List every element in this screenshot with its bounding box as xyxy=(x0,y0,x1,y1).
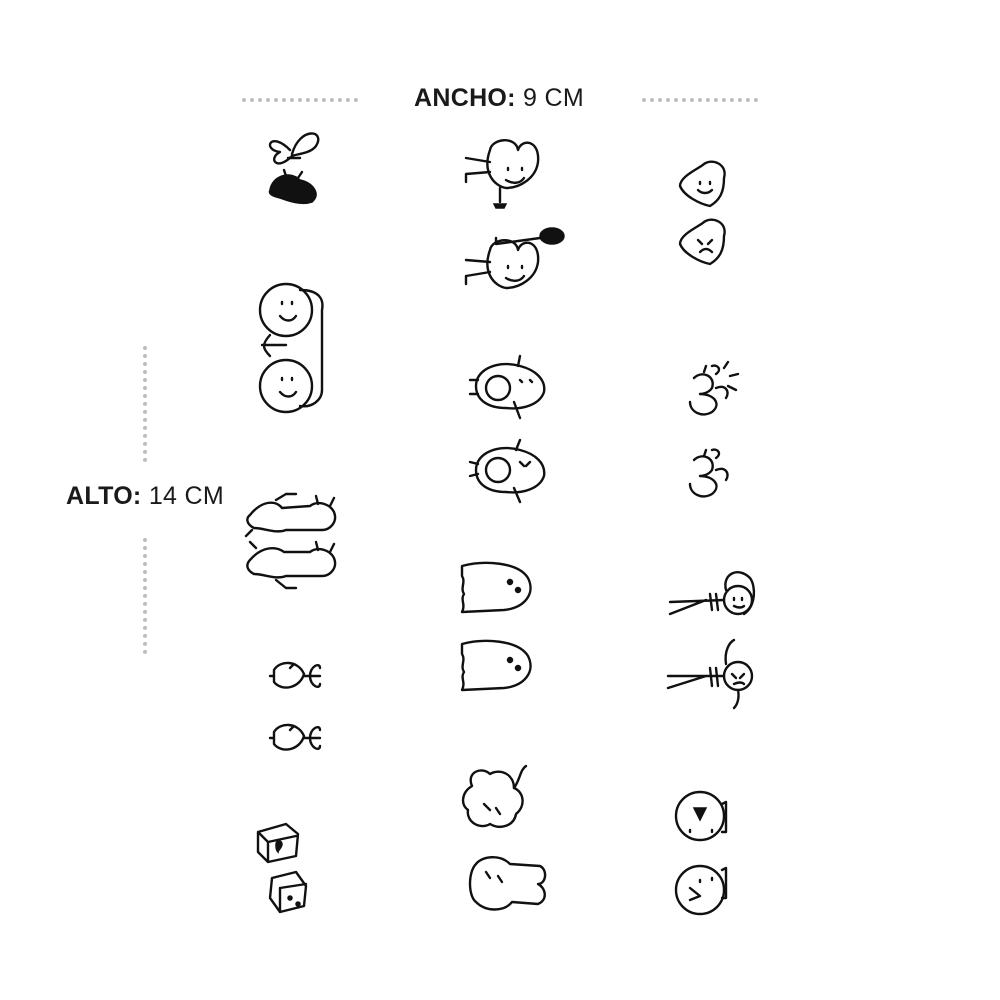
width-label-key: ANCHO: xyxy=(414,84,516,112)
width-dotted-line-left xyxy=(242,98,358,102)
cat-pair-icon xyxy=(244,492,337,590)
dice-icon xyxy=(256,822,308,914)
fishbowl-face-icon xyxy=(674,790,728,916)
turtle-sprout-icon xyxy=(268,661,322,751)
stick-figure-icon xyxy=(666,571,756,710)
butterfly-icon xyxy=(268,132,320,205)
avocado-icon xyxy=(468,354,546,504)
smiley-couple-icon xyxy=(258,282,324,414)
height-dotted-line-top xyxy=(143,346,147,462)
height-label: ALTO: 14 CM xyxy=(66,482,224,511)
om-symbol-icon xyxy=(688,360,740,498)
lion-bunny-icon xyxy=(461,764,547,911)
heart-character-icon xyxy=(464,139,565,290)
ghost-icon xyxy=(460,561,532,692)
height-dotted-line-bottom xyxy=(143,538,147,654)
small-heart-face-icon xyxy=(678,160,726,266)
width-label-value: 9 CM xyxy=(523,84,584,112)
height-label-key: ALTO: xyxy=(66,482,142,510)
width-label: ANCHO: 9 CM xyxy=(414,84,584,113)
width-dotted-line-right xyxy=(642,98,758,102)
height-label-value: 14 CM xyxy=(148,482,224,510)
